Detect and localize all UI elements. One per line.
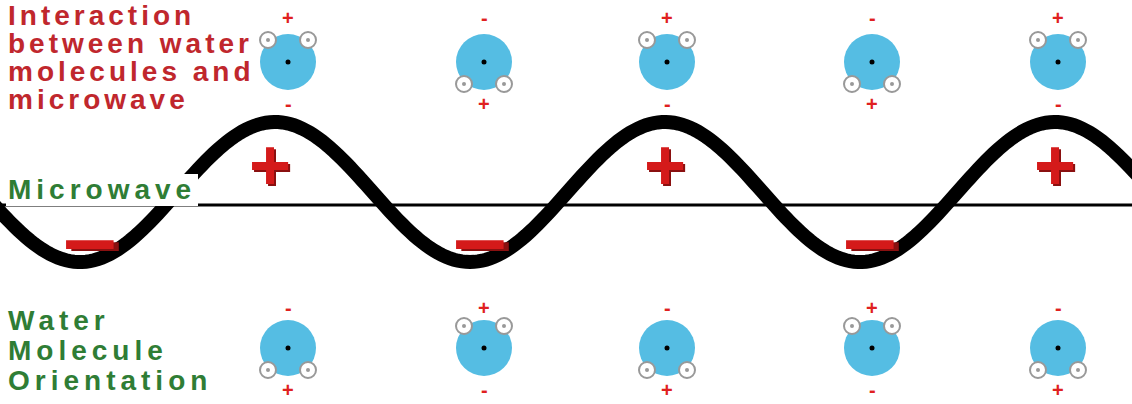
charge-sign: - <box>1055 298 1062 318</box>
charge-sign: + <box>478 298 490 318</box>
charge-sign: + <box>478 94 490 114</box>
charge-sign: - <box>869 380 876 400</box>
charge-sign: + <box>1052 8 1064 28</box>
charge-sign: - <box>664 298 671 318</box>
charge-sign: - <box>285 94 292 114</box>
wave-curve <box>0 122 1132 262</box>
charge-sign: - <box>1055 94 1062 114</box>
charge-sign: + <box>661 380 673 400</box>
charge-sign: - <box>664 94 671 114</box>
charge-sign: + <box>282 8 294 28</box>
title-text: Interaction between water molecules and … <box>8 2 308 114</box>
field-polarity: - <box>59 202 121 274</box>
charge-sign: - <box>285 298 292 318</box>
field-polarity: + <box>1034 129 1076 201</box>
field-polarity: + <box>249 129 291 201</box>
field-polarity: - <box>449 202 511 274</box>
charge-sign: + <box>282 380 294 400</box>
charge-sign: + <box>866 94 878 114</box>
charge-sign: - <box>869 8 876 28</box>
field-polarity: + <box>644 129 686 201</box>
charge-sign: - <box>481 8 488 28</box>
water-molecules-top <box>260 32 1086 92</box>
charge-sign: + <box>661 8 673 28</box>
field-polarity: - <box>839 202 901 274</box>
orientation-label: Water Molecule Orientation <box>6 306 230 396</box>
charge-sign: + <box>866 298 878 318</box>
charge-sign: + <box>1052 380 1064 400</box>
water-molecules-bottom <box>260 318 1086 378</box>
charge-sign: - <box>481 380 488 400</box>
